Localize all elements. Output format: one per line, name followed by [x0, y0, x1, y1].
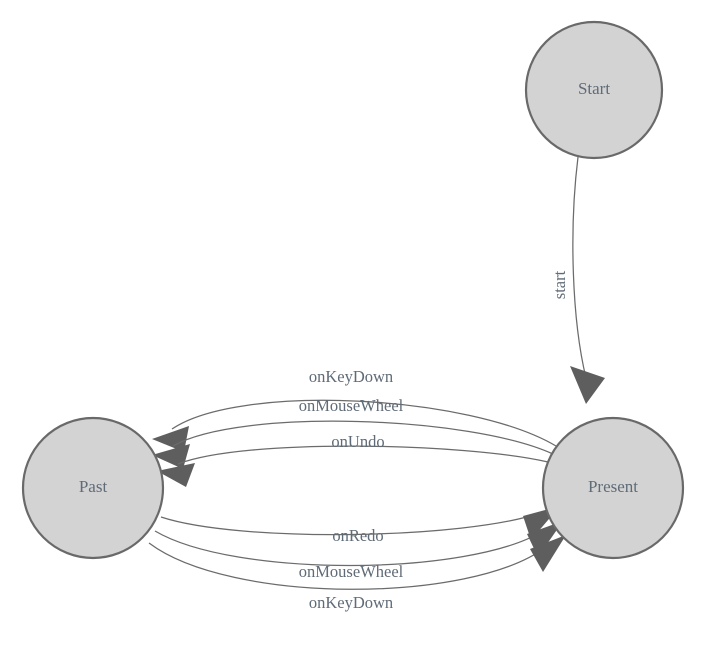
edge-onredo-label: onRedo [332, 526, 383, 545]
edge-onredo[interactable]: onRedo [160, 506, 560, 545]
node-present-circle [541, 416, 685, 560]
edge-onkeydown-to-present-path [148, 542, 547, 590]
node-past-label: Past [79, 477, 108, 496]
edge-start-path [572, 156, 587, 379]
edge-onundo-path [177, 445, 549, 465]
edge-start[interactable]: start [550, 156, 605, 404]
node-start-circle [524, 20, 664, 160]
node-past[interactable]: Past [21, 416, 165, 560]
edge-onkeydown-to-present-arrowhead [530, 535, 566, 572]
edge-onundo[interactable]: onUndo [157, 432, 549, 487]
edge-onmousewheel-to-past-path [172, 420, 554, 455]
node-start-label: Start [578, 79, 610, 98]
node-start[interactable]: Start [524, 20, 664, 160]
edge-onmousewheel-to-past-label: onMouseWheel [299, 396, 404, 415]
edge-onkeydown-to-past-arrowhead [152, 426, 189, 452]
node-present[interactable]: Present [541, 416, 685, 560]
edge-onundo-arrowhead [157, 463, 195, 487]
edge-start-label: start [550, 270, 569, 299]
edge-onkeydown-to-present[interactable]: onKeyDown [148, 535, 566, 612]
edge-onkeydown-to-past-label: onKeyDown [309, 367, 393, 386]
edge-onredo-path [160, 512, 541, 536]
edge-onkeydown-to-past[interactable]: onKeyDown [152, 367, 557, 452]
edge-onmousewheel-to-present-label: onMouseWheel [299, 562, 404, 581]
edge-onundo-label: onUndo [331, 432, 384, 451]
edge-onkeydown-to-past-path [171, 399, 557, 447]
node-present-label: Present [588, 477, 638, 496]
edge-start-arrowhead [570, 366, 605, 404]
edge-onkeydown-to-present-label: onKeyDown [309, 593, 393, 612]
edge-onmousewheel-to-present-path [154, 530, 544, 567]
node-past-circle [21, 416, 165, 560]
